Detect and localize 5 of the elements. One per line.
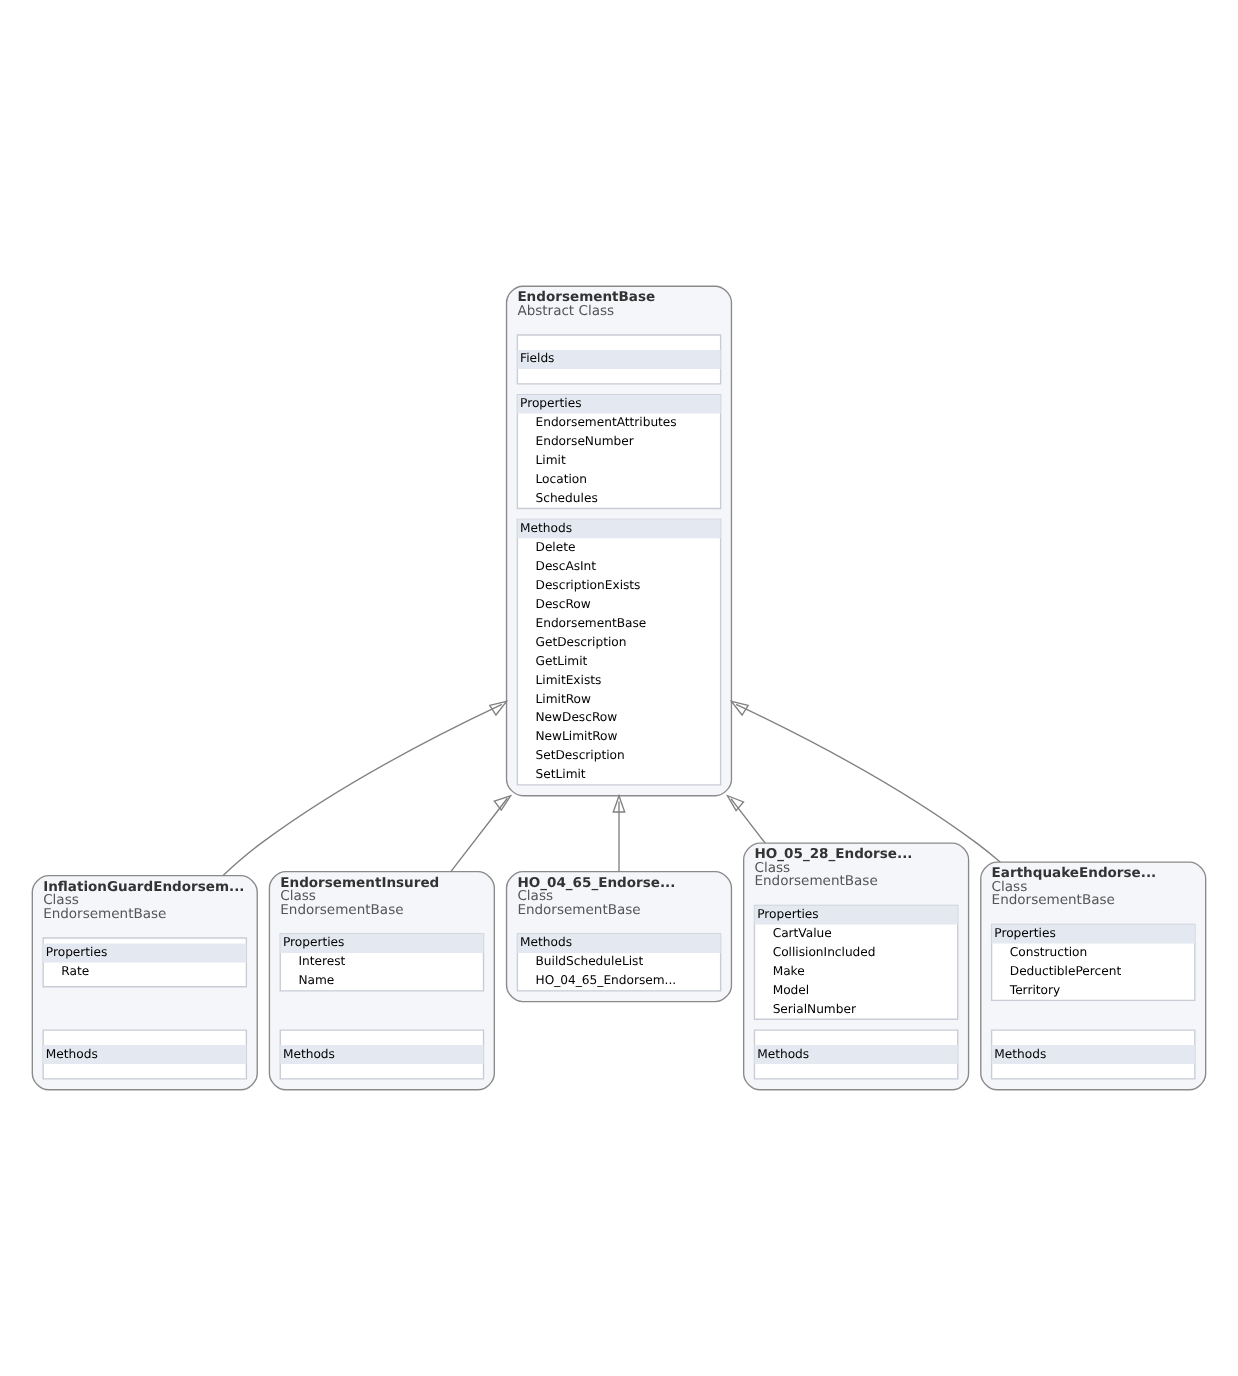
arrow [725,794,766,844]
arrow [729,700,1001,863]
arrow [222,700,509,877]
arrow [612,793,626,873]
arrow [450,794,513,873]
